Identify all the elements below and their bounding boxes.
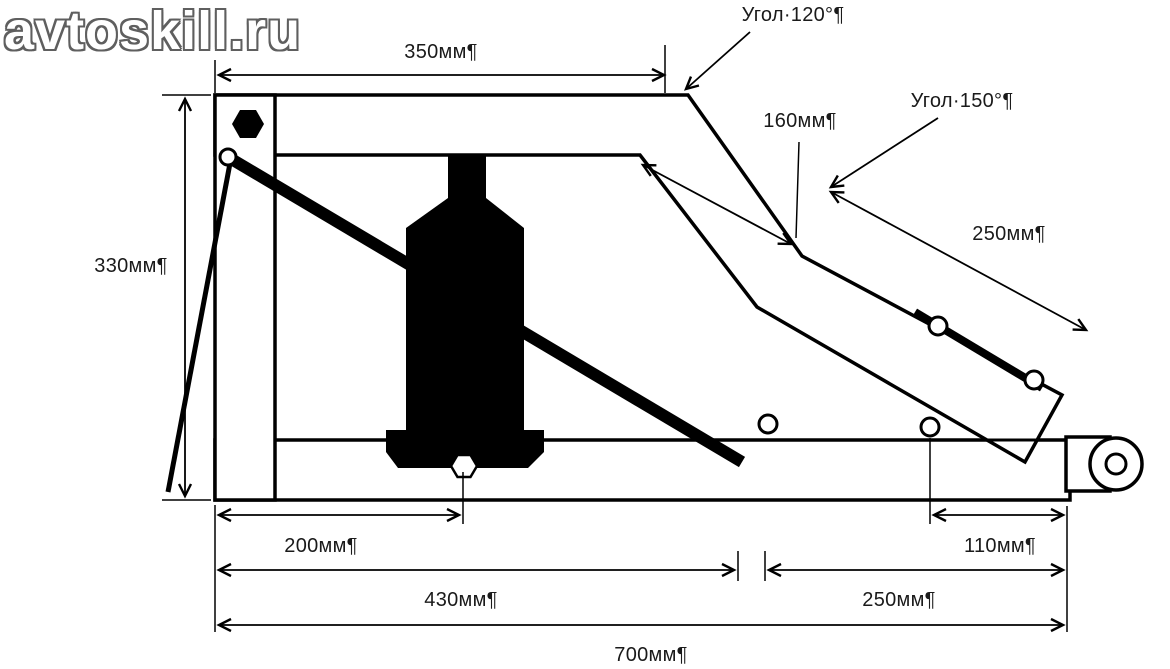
bolt-hole-arm-1 [927, 315, 949, 337]
dimension-label-110: 110мм¶ [964, 535, 1036, 557]
top-beam-and-arm [213, 93, 1065, 465]
bolt-hole-left [218, 147, 238, 167]
frame-group [213, 93, 1112, 502]
angle-label-120: Угол·120°¶ [741, 4, 845, 26]
dim-line-160 [640, 163, 794, 246]
dimension-label-250-upper: 250мм¶ [972, 223, 1046, 245]
dimension-label-200: 200мм¶ [284, 535, 358, 557]
jack-handle-bar [229, 154, 746, 468]
dimension-label-250-lower: 250мм¶ [862, 589, 936, 611]
dimension-label-350: 350мм¶ [404, 41, 478, 63]
caster-wheel-hub [1104, 452, 1128, 476]
angle-label-150: Угол·150°¶ [910, 90, 1014, 112]
leader-160 [795, 141, 800, 239]
bolt-hole-arm-2 [1023, 369, 1045, 391]
leader-angle-120 [683, 31, 751, 91]
dim-line-250-upper [828, 190, 1089, 332]
dimension-label-700: 700мм¶ [614, 644, 688, 666]
bolt-hole-beam-2 [919, 416, 941, 438]
hex-nut-bottom [449, 453, 479, 479]
bottle-jack-silhouette [386, 155, 544, 468]
hex-bolt-top-left [232, 110, 264, 138]
watermark-logo: avtoskill.ru [4, 1, 302, 61]
bottom-beam [213, 438, 1072, 502]
bolt-hole-beam-1 [757, 413, 779, 435]
leader-angle-150 [828, 117, 939, 189]
dimension-label-430: 430мм¶ [424, 589, 498, 611]
dimension-label-330: 330мм¶ [94, 255, 168, 277]
dimension-lines-group [162, 31, 1089, 633]
dimension-label-160: 160мм¶ [763, 110, 837, 132]
